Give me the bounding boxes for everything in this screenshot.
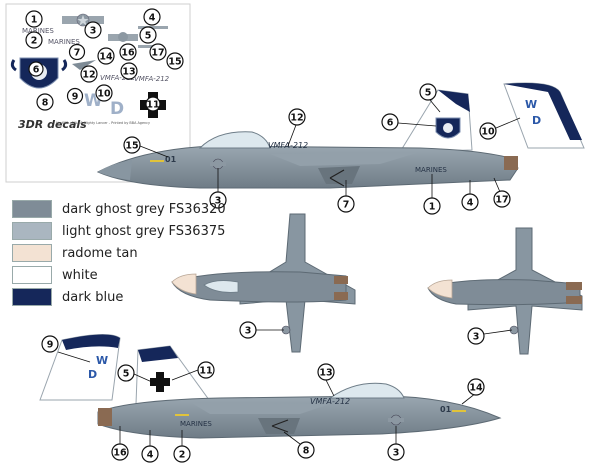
side-left-squadron: VMFA-212	[310, 397, 350, 406]
side-left-marines: MARINES	[180, 420, 212, 428]
side-left-modex: 01	[440, 405, 452, 414]
legend-item-light-ghost-grey: light ghost grey FS36375	[12, 220, 232, 242]
sheet-callout-3: 3	[84, 21, 102, 39]
sheet-callout-12: 12	[80, 65, 98, 83]
svg-text:12: 12	[82, 70, 95, 81]
jet-bottom-view	[427, 227, 583, 355]
legend-item-white: white	[12, 264, 232, 286]
legend-label: white	[62, 267, 98, 283]
svg-text:4: 4	[149, 13, 156, 24]
sheet-callout-6: 6	[28, 61, 44, 77]
legend-label: light ghost grey FS36375	[62, 223, 226, 239]
svg-text:17: 17	[151, 48, 164, 59]
svg-text:3: 3	[393, 448, 400, 459]
svg-text:10: 10	[481, 127, 495, 138]
legend-item-dark-blue: dark blue	[12, 286, 232, 308]
legend-swatch	[12, 288, 52, 306]
sheet-squadron-13: VMFA-212	[134, 75, 170, 83]
svg-text:3: 3	[245, 326, 252, 337]
svg-text:11: 11	[199, 366, 212, 377]
svg-text:5: 5	[145, 31, 152, 42]
svg-text:2: 2	[179, 450, 186, 461]
svg-text:7: 7	[74, 48, 81, 59]
jet-top-view	[171, 213, 356, 353]
svg-text:6: 6	[387, 118, 394, 129]
sheet-callout-5: 5	[139, 26, 157, 44]
legend-swatch	[12, 266, 52, 284]
jet-side-view-right: VMFA-212 MARINES 01 W D	[96, 82, 585, 189]
sheet-callout-11: 11	[145, 96, 161, 112]
svg-text:8: 8	[42, 98, 49, 109]
sheet-callout-1: 1	[25, 10, 43, 28]
svg-text:6: 6	[33, 65, 40, 76]
sheet-callout-16: 16	[119, 43, 137, 61]
svg-text:14: 14	[469, 383, 483, 394]
legend-label: dark ghost grey FS36320	[62, 201, 226, 217]
sheet-callout-9: 9	[66, 87, 84, 105]
svg-text:1: 1	[429, 202, 436, 213]
sheet-logo: 3DR decals	[18, 118, 87, 131]
svg-text:9: 9	[72, 92, 79, 103]
sheet-star-insignia-3	[62, 13, 104, 27]
bottom-view-callout-3: 3	[467, 327, 513, 345]
sheet-callout-17: 17	[149, 43, 167, 61]
decal-sheet: 1 MARINES 4 2 MARINES 3 5	[5, 3, 191, 183]
sheet-callout-10: 10	[95, 84, 113, 102]
sheet-callout-14: 14	[97, 47, 115, 65]
side-right-marines: MARINES	[415, 166, 447, 174]
svg-text:1: 1	[31, 15, 38, 26]
svg-text:13: 13	[122, 67, 135, 78]
sheet-marines-1: MARINES	[22, 27, 54, 35]
sheet-callout-8: 8	[36, 93, 54, 111]
svg-text:3: 3	[90, 26, 97, 37]
svg-text:3: 3	[215, 196, 222, 207]
sheet-callout-15: 15	[166, 52, 184, 70]
legend-label: dark blue	[62, 289, 124, 305]
svg-text:3: 3	[473, 332, 480, 343]
sheet-callout-7: 7	[68, 43, 86, 61]
side-right-callouts: 12 15 3 7 1 4 17 6 5 10	[123, 83, 521, 215]
legend-item-radome-tan: radome tan	[12, 242, 232, 264]
svg-text:17: 17	[495, 195, 508, 206]
sheet-tail-d: D	[110, 99, 124, 119]
svg-text:5: 5	[123, 369, 130, 380]
svg-text:16: 16	[113, 448, 127, 459]
sheet-callout-4: 4	[143, 8, 161, 26]
svg-text:5: 5	[425, 88, 432, 99]
svg-text:12: 12	[290, 113, 303, 124]
svg-text:8: 8	[303, 446, 310, 457]
svg-text:16: 16	[121, 48, 135, 59]
svg-text:10: 10	[97, 89, 111, 100]
tail-right-d: D	[532, 114, 541, 127]
tail-right-w: W	[525, 98, 537, 111]
sheet-squadron-12: VMFA-212	[100, 74, 136, 82]
svg-text:11: 11	[146, 100, 159, 111]
side-right-modex: 01	[165, 155, 177, 164]
svg-text:7: 7	[343, 200, 350, 211]
color-legend: dark ghost grey FS36320 light ghost grey…	[12, 198, 232, 308]
sheet-credit: Hm603 - F/A-18 Mighty Lancer - Printed b…	[56, 121, 150, 125]
svg-text:4: 4	[467, 198, 474, 209]
svg-text:2: 2	[31, 36, 38, 47]
svg-text:13: 13	[319, 368, 332, 379]
legend-item-dark-ghost-grey: dark ghost grey FS36320	[12, 198, 232, 220]
svg-text:4: 4	[147, 450, 154, 461]
svg-text:15: 15	[168, 57, 181, 68]
legend-label: radome tan	[62, 245, 138, 261]
svg-text:9: 9	[47, 340, 54, 351]
jet-side-view-left: W D VMFA-212 MARINES 01	[39, 334, 502, 439]
sheet-callout-13: 13	[120, 62, 138, 80]
sheet-marines-2: MARINES	[48, 38, 80, 46]
svg-text:14: 14	[99, 52, 113, 63]
legend-swatch	[12, 244, 52, 262]
tail-left-d: D	[88, 368, 97, 381]
top-view-callout-3: 3	[239, 321, 284, 339]
tail-left-w: W	[96, 354, 108, 367]
side-left-callouts: 9 5 11 13 14 16 4 2 8 3	[41, 335, 485, 463]
sheet-callout-2: 2	[25, 31, 43, 49]
legend-swatch	[12, 200, 52, 218]
legend-swatch	[12, 222, 52, 240]
svg-text:15: 15	[125, 141, 138, 152]
